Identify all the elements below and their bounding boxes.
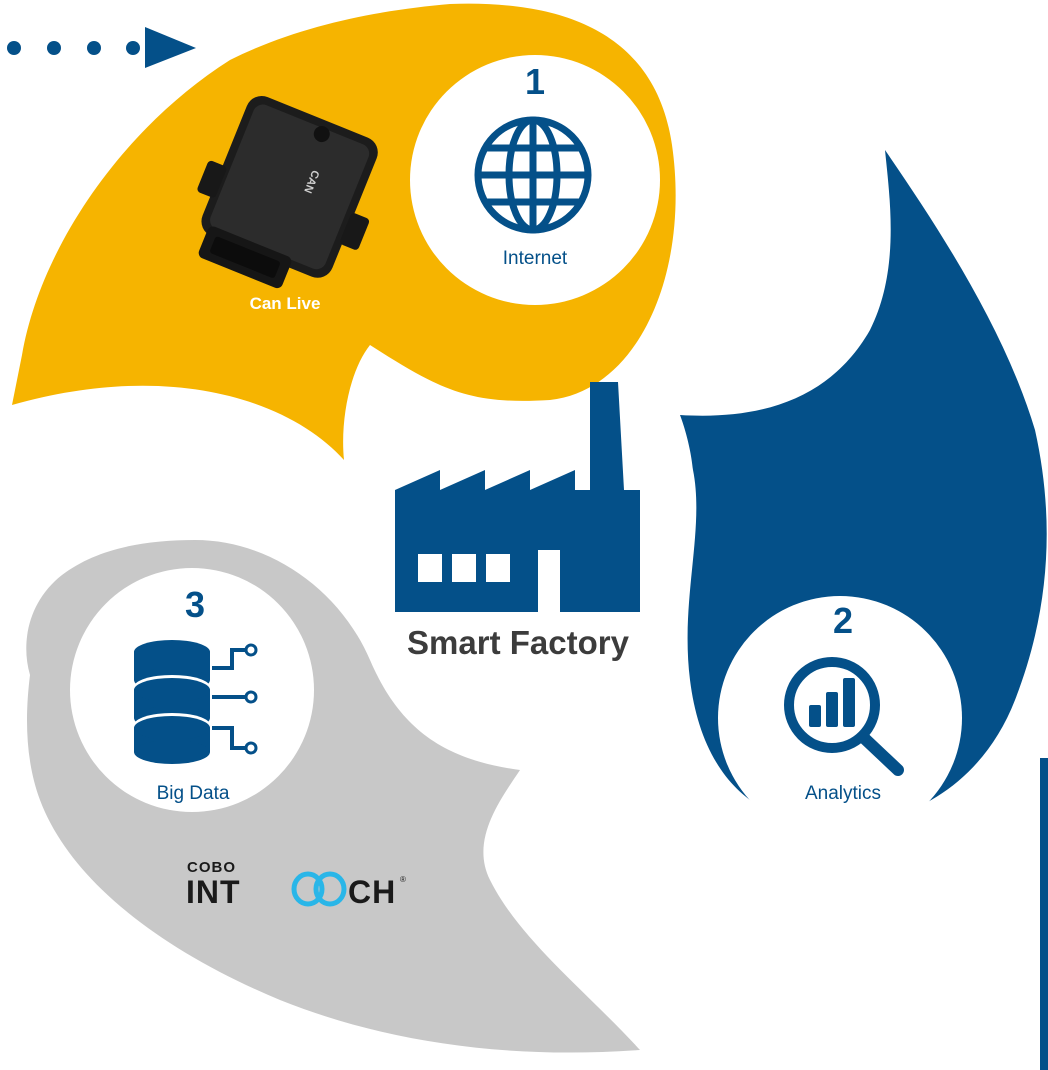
dotted-arrow [7, 27, 196, 68]
step-number: 1 [525, 61, 545, 102]
brand-left: INT [186, 874, 241, 910]
brand-top: COBO [187, 859, 236, 876]
cobo-intouch-logo: COBO INT CH ® [186, 859, 406, 910]
brand-registered: ® [400, 875, 406, 884]
step-label: Internet [503, 248, 568, 269]
step-number: 2 [833, 600, 853, 641]
step-label: Analytics [805, 783, 881, 804]
side-bar [1040, 758, 1048, 1070]
step-number: 3 [185, 584, 205, 625]
brand-right: CH [348, 874, 396, 910]
step-big-data: 3 Big Data [70, 568, 314, 812]
database-icon [134, 640, 258, 764]
step-analytics: 2 Analytics [718, 596, 962, 840]
magnifier-chart-icon [784, 657, 904, 776]
globe-icon [474, 116, 592, 234]
step-label: Big Data [157, 783, 230, 804]
brand-swirl-icon [291, 871, 347, 907]
device-label: Can Live [250, 294, 321, 313]
factory-icon [395, 382, 640, 612]
can-live-device: CAN Can Live [197, 95, 378, 313]
step-internet: 1 Internet [410, 55, 660, 305]
center-title: Smart Factory [407, 624, 630, 661]
